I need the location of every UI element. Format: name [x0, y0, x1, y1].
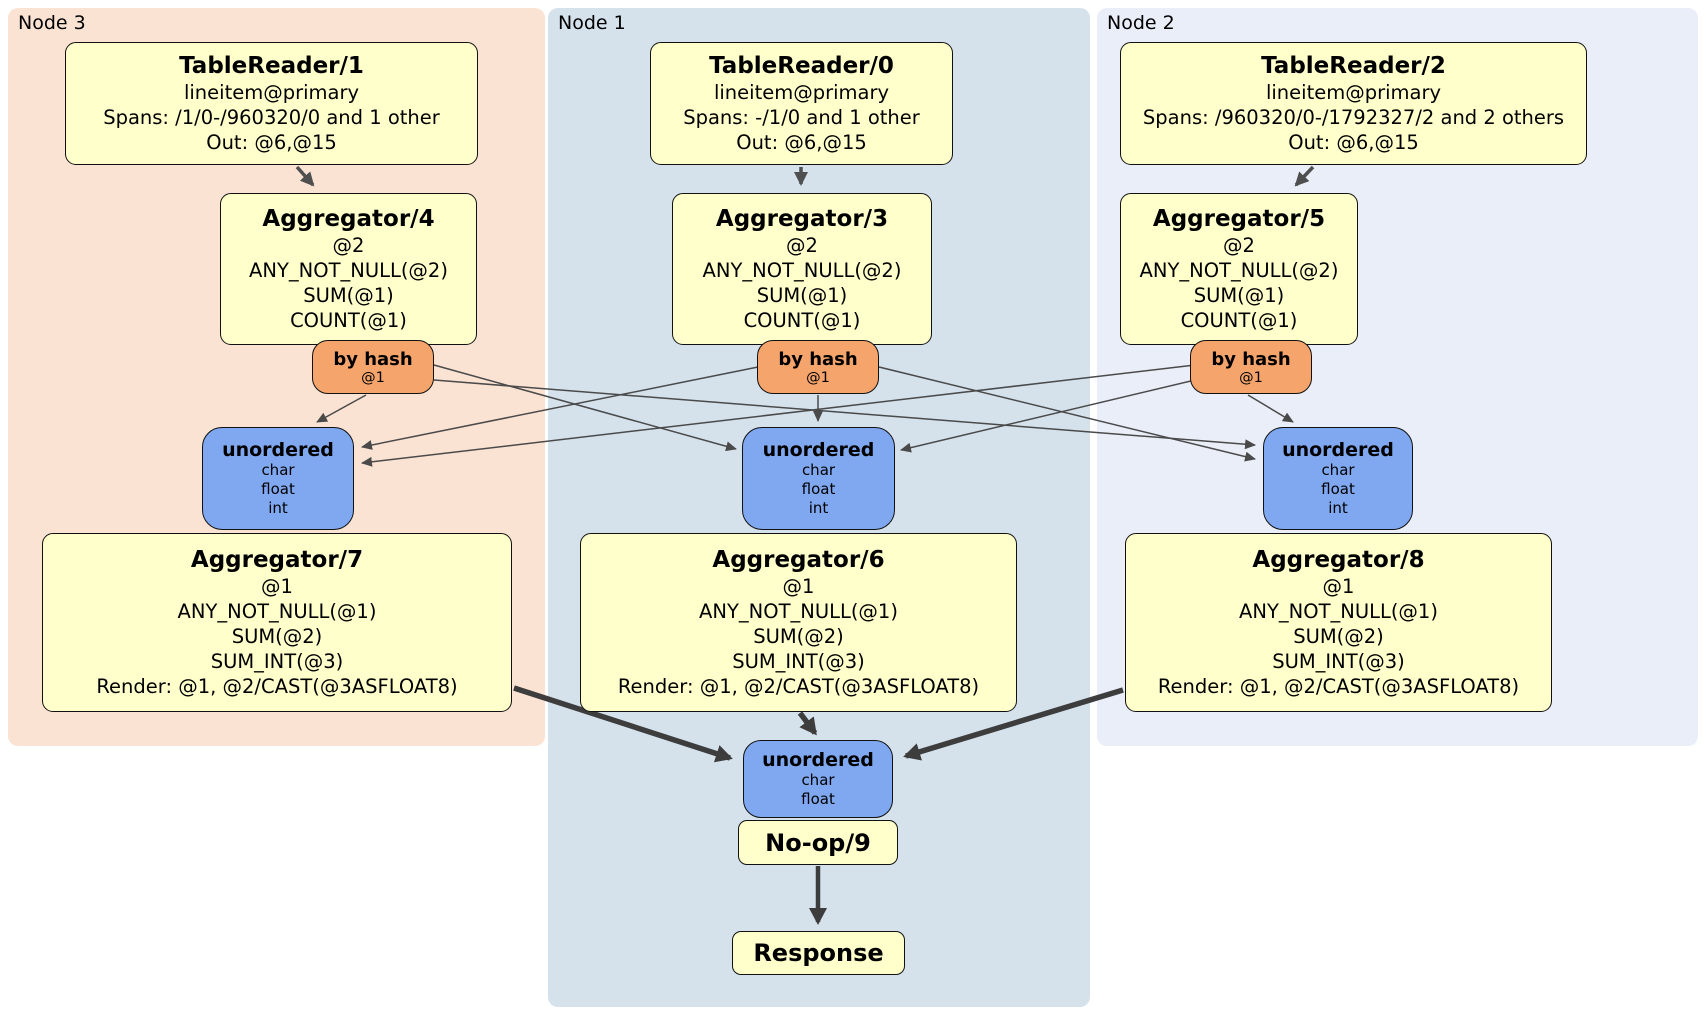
unordered-final-sync-title: unordered: [762, 749, 874, 771]
tablereader-2-index: lineitem@primary: [1265, 80, 1442, 104]
aggregator-7-line: SUM(@2): [231, 624, 323, 648]
aggregator-8-line: SUM_INT(@3): [1272, 649, 1405, 673]
noop-box: No-op/9: [738, 820, 898, 865]
tablereader-0-spans: Spans: -/1/0 and 1 other: [683, 105, 920, 129]
aggregator-5-title: Aggregator/5: [1152, 205, 1326, 232]
aggregator-3-line: SUM(@1): [756, 283, 848, 307]
noop-label: No-op/9: [765, 828, 871, 857]
aggregator-8-title: Aggregator/8: [1252, 546, 1425, 573]
aggregator-8-line: SUM(@2): [1293, 624, 1384, 648]
tablereader-1-title: TableReader/1: [179, 52, 364, 79]
tablereader-0-out: Out: @6,@15: [736, 130, 867, 154]
tablereader-1-out: Out: @6,@15: [206, 130, 337, 154]
aggregator-5-line: COUNT(@1): [1180, 308, 1298, 332]
aggregator-6-box: Aggregator/6 @1 ANY_NOT_NULL(@1) SUM(@2)…: [580, 533, 1017, 712]
sync-type: float: [801, 790, 835, 808]
tablereader-0-index: lineitem@primary: [713, 80, 890, 104]
aggregator-8-box: Aggregator/8 @1 ANY_NOT_NULL(@1) SUM(@2)…: [1125, 533, 1552, 712]
hash-router-node2-key: @1: [1239, 369, 1263, 386]
aggregator-6-line: Render: @1, @2/CAST(@3ASFLOAT8): [617, 674, 980, 698]
response-box: Response: [732, 931, 905, 975]
sync-type: char: [261, 461, 295, 479]
aggregator-5-line: ANY_NOT_NULL(@2): [1139, 258, 1339, 282]
aggregator-4-box: Aggregator/4 @2 ANY_NOT_NULL(@2) SUM(@1)…: [220, 193, 477, 345]
node1-group-label: Node 1: [558, 12, 626, 34]
aggregator-8-line: Render: @1, @2/CAST(@3ASFLOAT8): [1157, 674, 1520, 698]
aggregator-6-line: @1: [782, 574, 815, 598]
sync-type: float: [261, 480, 295, 498]
hash-router-node2-title: by hash: [1211, 348, 1291, 370]
aggregator-3-line: ANY_NOT_NULL(@2): [702, 258, 902, 282]
unordered-final-sync: unordered char float: [743, 740, 893, 818]
aggregator-3-line: COUNT(@1): [743, 308, 861, 332]
aggregator-6-title: Aggregator/6: [712, 546, 885, 573]
aggregator-7-line: ANY_NOT_NULL(@1): [177, 599, 377, 623]
hash-router-node3: by hash @1: [312, 340, 434, 394]
node2-group-label: Node 2: [1107, 12, 1175, 34]
tablereader-2-box: TableReader/2 lineitem@primary Spans: /9…: [1120, 42, 1587, 165]
aggregator-5-box: Aggregator/5 @2 ANY_NOT_NULL(@2) SUM(@1)…: [1120, 193, 1358, 345]
unordered-sync-node2-title: unordered: [1282, 439, 1394, 461]
sync-type: int: [1328, 499, 1348, 517]
hash-router-node1-title: by hash: [778, 348, 858, 370]
tablereader-1-box: TableReader/1 lineitem@primary Spans: /1…: [65, 42, 478, 165]
aggregator-7-line: SUM_INT(@3): [210, 649, 344, 673]
tablereader-2-spans: Spans: /960320/0-/1792327/2 and 2 others: [1142, 105, 1565, 129]
sync-type: char: [801, 461, 836, 479]
aggregator-7-box: Aggregator/7 @1 ANY_NOT_NULL(@1) SUM(@2)…: [42, 533, 512, 712]
sync-type: int: [268, 499, 288, 517]
aggregator-3-line: @2: [786, 233, 818, 257]
aggregator-8-line: ANY_NOT_NULL(@1): [1239, 599, 1438, 623]
aggregator-3-title: Aggregator/3: [715, 205, 889, 232]
aggregator-8-line: @1: [1322, 574, 1355, 598]
tablereader-0-title: TableReader/0: [709, 52, 894, 79]
aggregator-4-line: @2: [332, 233, 365, 257]
hash-router-node1-key: @1: [806, 369, 830, 386]
tablereader-1-spans: Spans: /1/0-/960320/0 and 1 other: [103, 105, 440, 129]
node3-group-label: Node 3: [18, 12, 86, 34]
sync-type: float: [801, 480, 836, 498]
tablereader-2-out: Out: @6,@15: [1288, 130, 1419, 154]
aggregator-7-title: Aggregator/7: [190, 546, 364, 573]
tablereader-0-box: TableReader/0 lineitem@primary Spans: -/…: [650, 42, 953, 165]
aggregator-3-box: Aggregator/3 @2 ANY_NOT_NULL(@2) SUM(@1)…: [672, 193, 932, 345]
hash-router-node1: by hash @1: [757, 340, 879, 394]
unordered-sync-node3: unordered char float int: [202, 427, 354, 530]
hash-router-node3-key: @1: [361, 369, 385, 386]
sync-type: int: [808, 499, 829, 517]
unordered-sync-node2: unordered char float int: [1263, 427, 1413, 530]
aggregator-4-line: COUNT(@1): [290, 308, 407, 332]
sync-type: char: [1321, 461, 1355, 479]
aggregator-4-title: Aggregator/4: [262, 205, 435, 232]
aggregator-7-line: @1: [261, 574, 293, 598]
aggregator-6-line: SUM(@2): [753, 624, 844, 648]
unordered-sync-node3-title: unordered: [222, 439, 334, 461]
hash-router-node2: by hash @1: [1190, 340, 1312, 394]
tablereader-2-title: TableReader/2: [1261, 52, 1446, 79]
sync-type: char: [801, 771, 835, 789]
aggregator-7-line: Render: @1, @2/CAST(@3ASFLOAT8): [96, 674, 458, 698]
response-label: Response: [753, 939, 884, 967]
unordered-sync-node1: unordered char float int: [742, 427, 895, 530]
aggregator-5-line: @2: [1223, 233, 1255, 257]
aggregator-6-line: ANY_NOT_NULL(@1): [699, 599, 898, 623]
unordered-sync-node1-title: unordered: [762, 439, 875, 461]
aggregator-4-line: ANY_NOT_NULL(@2): [249, 258, 448, 282]
sync-type: float: [1321, 480, 1355, 498]
tablereader-1-index: lineitem@primary: [183, 80, 360, 104]
aggregator-4-line: SUM(@1): [303, 283, 394, 307]
hash-router-node3-title: by hash: [333, 348, 413, 370]
aggregator-5-line: SUM(@1): [1193, 283, 1285, 307]
aggregator-6-line: SUM_INT(@3): [732, 649, 865, 673]
